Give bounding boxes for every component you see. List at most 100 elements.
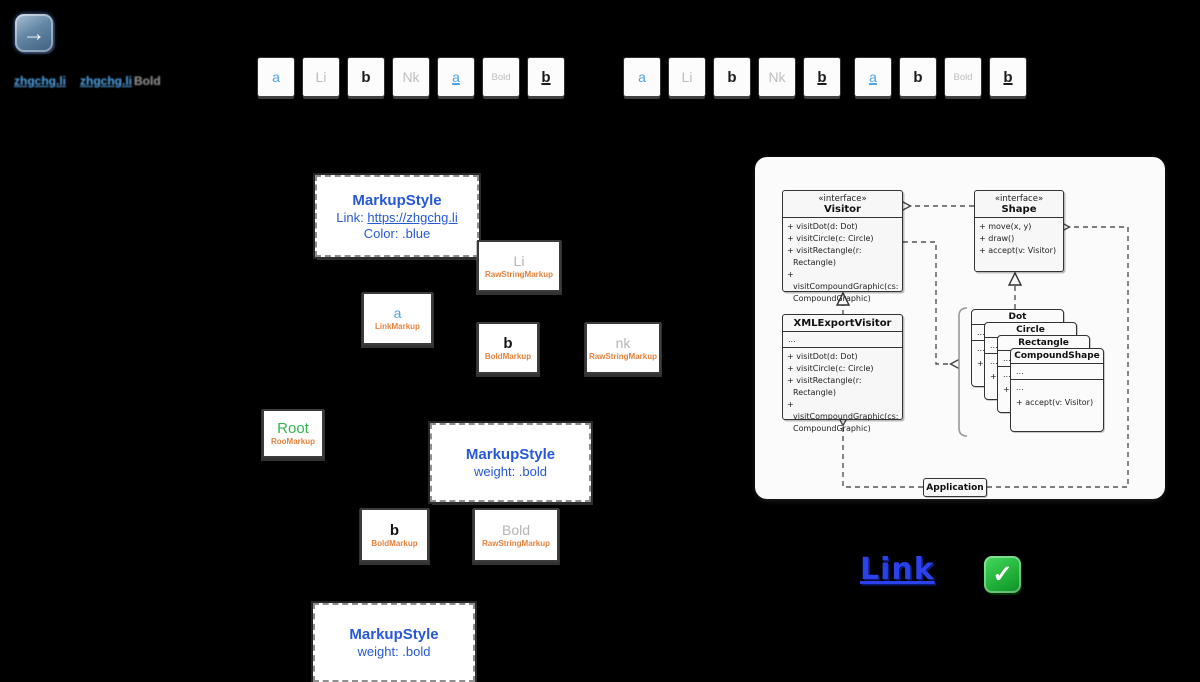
card-row: ... [1011,364,1103,380]
node-label: Bold [501,521,531,538]
token-label: b [913,68,923,86]
token-label: b [817,68,827,86]
markupstyle-bold-box-2: MarkupStyle weight: .bold [313,603,475,682]
tree-node-b-bold-2: b BoldMarkup [360,508,429,562]
markupstyle-link-box: MarkupStyle Link: https://zhgchg.li Colo… [315,175,479,257]
class-name: Application [926,482,984,493]
markupstyle-weight-line: weight: .bold [474,464,547,479]
method-label: + draw() [979,234,1015,243]
node-label: b [389,521,400,539]
card-row: ... [977,344,985,353]
token-label: Li [315,69,327,85]
token-label: b [727,68,737,86]
stereotype-label: «interface» [818,194,867,204]
method-label: + visitDot(d: Dot) [787,222,858,231]
token-label: Bold [491,71,511,83]
token-box: a [855,58,891,96]
check-mark-emoji-icon: ✓ [984,556,1021,593]
markupstyle-weight-line: weight: .bold [357,644,431,659]
tiny-link-1[interactable]: zhgchg.li [14,74,66,88]
node-type-label: BoldMarkup [371,538,418,548]
node-label: Root [277,420,309,437]
token-box: Bold [945,58,981,96]
token-box: Li [669,58,705,96]
footer-link-label[interactable]: Link [860,552,935,587]
method-label: + visitRectangle(r: Rectangle) [787,376,862,397]
token-box: Li [303,58,339,96]
node-label: Li [513,252,525,269]
token-box: a [438,58,474,96]
token-label: Nk [768,69,786,85]
arrow-right-emoji-icon: → [15,14,53,52]
markupstyle-title: MarkupStyle [349,626,439,643]
token-label: Bold [953,71,973,83]
class-methods: + visitDot(d: Dot) + visitCircle(c: Circl… [783,348,902,438]
card-title: CompoundShape [1011,349,1103,364]
token-label: Nk [402,69,420,85]
tiny-link-2[interactable]: zhgchg.li [80,74,132,88]
class-ellipsis-section: ... [783,332,902,348]
token-box: b [714,58,750,96]
method-label: + visitCircle(c: Circle) [787,364,874,373]
method-label: + visitDot(d: Dot) [787,352,858,361]
markupstyle-color-line: Color: .blue [363,225,431,241]
tree-node-bold-raw: Bold RawStringMarkup [473,508,559,562]
markupstyle-link-line: Link: https://zhgchg.li [336,210,457,225]
token-box: a [624,58,660,96]
tree-node-a-link: a LinkMarkup [362,292,433,345]
token-box: b [348,58,384,96]
class-header: XMLExportVisitor [783,315,902,332]
method-label: + move(x, y) [979,222,1032,231]
shape-card-compoundshape: CompoundShape ... ... + accept(v: Visito… [1010,348,1104,432]
tree-node-li: Li RawStringMarkup [477,240,561,292]
card-row: + accept(v: Visitor) [1016,398,1094,407]
class-header: «interface» Visitor [783,191,902,218]
stereotype-label: «interface» [994,194,1044,204]
markupstyle-bold-box-1: MarkupStyle weight: .bold [430,423,591,502]
markupstyle-title: MarkupStyle [352,191,442,209]
node-type-label: RawStringMarkup [481,538,550,548]
token-box: b [528,58,564,96]
node-type-label: RawStringMarkup [588,351,657,361]
token-box: a [258,58,294,96]
uml-connector-lines [835,200,1129,488]
class-header: «interface» Shape [975,191,1063,218]
card-row: ... [990,357,998,366]
class-methods: + visitDot(d: Dot) + visitCircle(c: Circl… [783,218,902,308]
tree-node-nk: nk RawStringMarkup [585,322,661,374]
tiny-suffix: Bold [134,74,161,88]
token-label: a [452,69,460,85]
class-name: Visitor [824,204,861,215]
token-label: a [272,69,280,85]
token-box: Nk [393,58,429,96]
token-box: Nk [759,58,795,96]
class-methods: + move(x, y) + draw() + accept(v: Visitor) [975,218,1063,260]
zhgchg-url-link[interactable]: https://zhgchg.li [367,209,458,225]
method-label: + visitCircle(c: Circle) [787,234,874,243]
markupstyle-title: MarkupStyle [465,446,556,463]
node-label: nk [615,334,631,351]
method-label: + accept(v: Visitor) [979,246,1057,255]
node-type-label: BoldMarkup [484,351,532,361]
node-label: b [503,334,513,352]
node-type-label: RooMarkup [271,437,315,446]
node-type-label: LinkMarkup [375,322,420,331]
tree-node-root: Root RooMarkup [262,409,324,458]
application-class: Application [923,478,987,497]
node-type-label: RawStringMarkup [484,269,553,279]
token-label: b [361,68,371,86]
card-row: ... [1003,370,1011,379]
token-box: Bold [483,58,519,96]
tree-node-b-bold: b BoldMarkup [477,322,539,374]
node-label: a [393,305,402,321]
token-label: b [541,68,551,86]
token-label: Li [681,69,693,85]
class-name: XMLExportVisitor [793,318,892,329]
card-row: ... [1016,383,1024,392]
method-label: + visitCompoundGraphic(cs: CompoundGraph… [787,270,899,303]
method-label: + visitRectangle(r: Rectangle) [787,246,862,267]
token-label: a [869,69,877,85]
